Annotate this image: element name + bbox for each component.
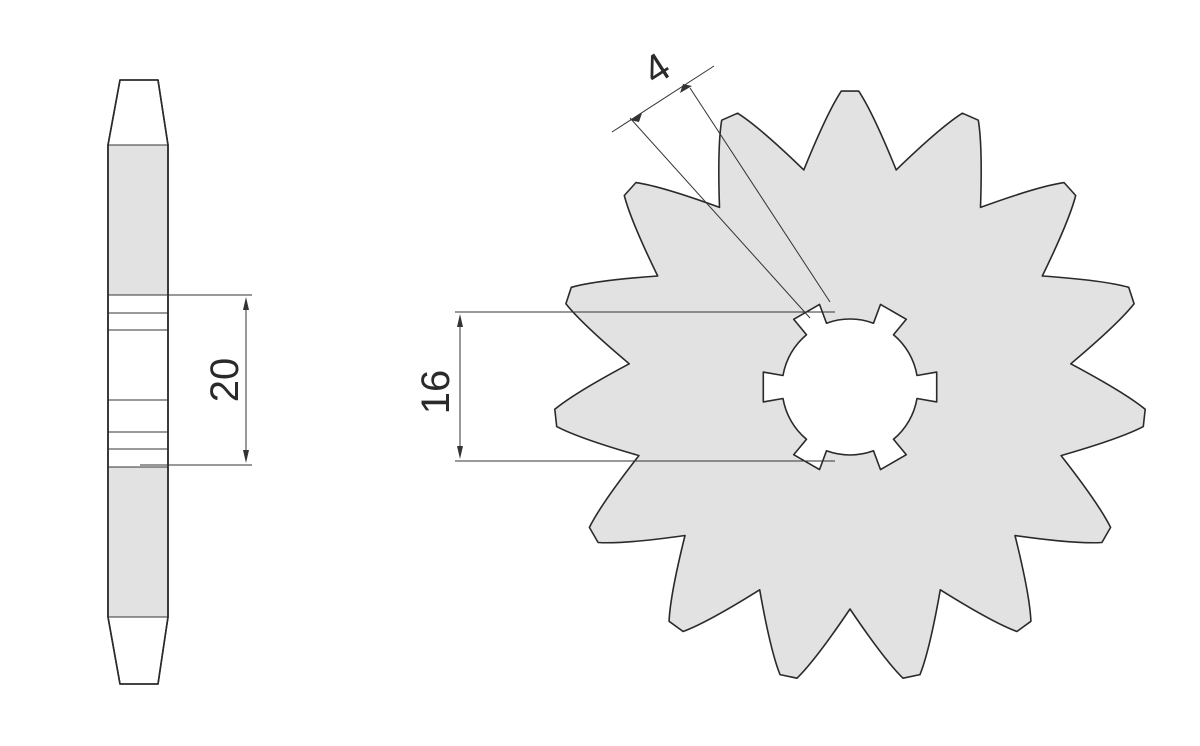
dimension-hub-width-label: 20 xyxy=(203,358,247,403)
dimension-tooth-thickness-label: 4 xyxy=(636,45,679,94)
sprocket-side-view xyxy=(107,79,169,685)
side-view-upper-band xyxy=(109,145,167,295)
spline-bore xyxy=(762,303,938,471)
dimension-hub-width: 20 xyxy=(140,294,252,466)
side-view-lower-band xyxy=(109,467,167,617)
side-view-hub xyxy=(109,295,167,467)
dimension-bore-label: 16 xyxy=(414,370,458,415)
sprocket-front-view xyxy=(554,90,1146,679)
dimension-bore: 16 xyxy=(414,311,835,462)
